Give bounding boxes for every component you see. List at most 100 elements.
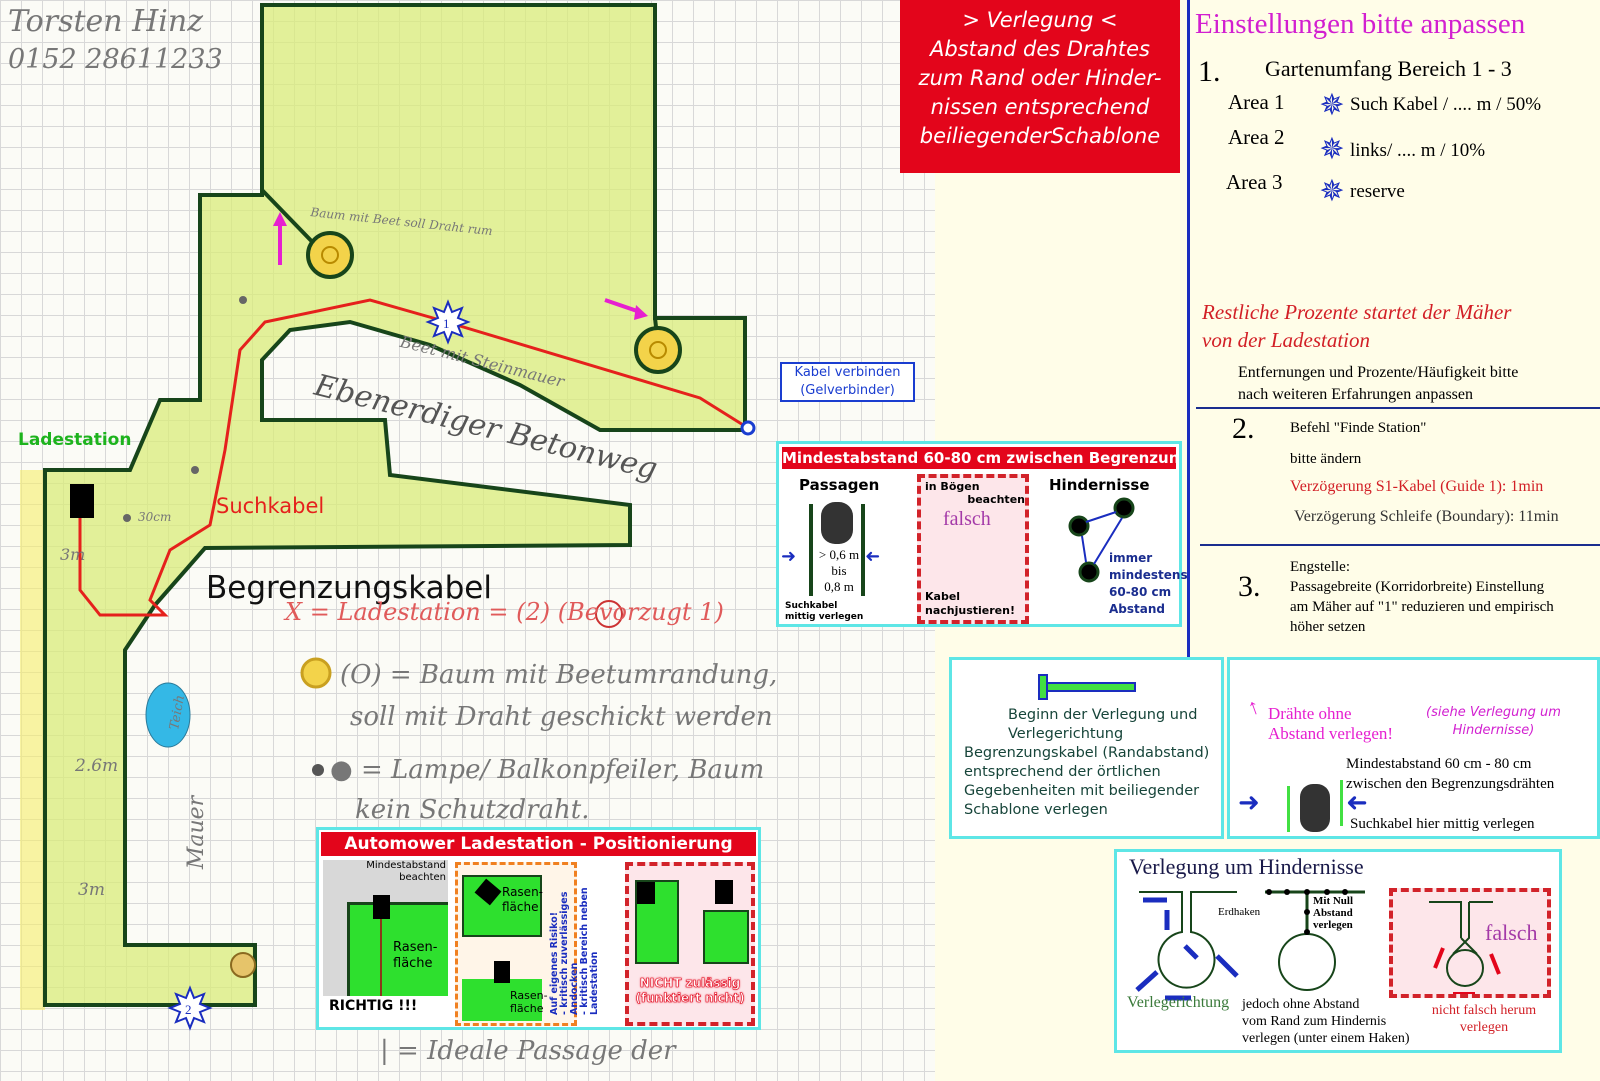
legend-circle	[300, 657, 332, 689]
h-line: nicht falsch herum	[1431, 1003, 1537, 1018]
note-bottom: | = Ideale Passage der	[380, 1036, 676, 1066]
lawn	[462, 875, 542, 937]
a-line: NICHT zulässig	[639, 976, 741, 991]
charging-station	[70, 484, 94, 518]
section-3-number: 3.	[1238, 570, 1261, 603]
obstacles-diagram	[1068, 497, 1135, 583]
a-line: fläche	[502, 900, 539, 914]
lawn	[703, 910, 749, 964]
a-line: Rasen-	[502, 885, 543, 899]
p-line: bis	[831, 563, 847, 578]
s3-line: Engstelle:	[1290, 559, 1350, 575]
search-wire	[78, 298, 749, 617]
rasen-text: Rasen- fläche	[502, 885, 543, 915]
star-1-icon: ✵	[1319, 89, 1345, 122]
note-3m-b: 3m	[78, 880, 105, 900]
tree-bed-3	[230, 952, 256, 978]
h-line: verlegen	[1313, 919, 1353, 931]
falsch-label: falsch	[1485, 920, 1538, 945]
a-line: Mindestabstand	[366, 860, 446, 871]
falsch-box: falsch	[1389, 888, 1551, 998]
hindernis-title: Verlegung um Hindernisse	[1129, 854, 1364, 879]
d-line: (siehe Verlegung um	[1426, 705, 1561, 720]
hindernis-box: Verlegung um Hindernisse Verlegerichtung…	[1114, 849, 1562, 1053]
area-2-text: links/ .... m / 10%	[1350, 140, 1486, 161]
area-3-label: Area 3	[1226, 170, 1283, 194]
star-2-icon	[167, 985, 213, 1031]
beginn-line: Gegebenheiten mit beiliegender	[964, 783, 1200, 799]
arrow-right-icon: ➜	[1238, 788, 1260, 817]
draehte-box: ↑ Drähte ohne Abstand verlegen! (siehe V…	[1227, 657, 1600, 839]
star-2-icon: ✵	[1319, 133, 1345, 166]
richtig-label: RICHTIG !!!	[329, 998, 418, 1014]
passage-width: > 0,6 m bis 0,8 m	[815, 547, 863, 595]
falsch-label: falsch	[943, 508, 991, 530]
adjust-note: Entfernungen und Prozente/Häufigkeit bit…	[1238, 362, 1518, 406]
hindernisse-label: Hindernisse	[1049, 476, 1150, 494]
verlegerichtung-label: Verlegerichtung	[1127, 994, 1230, 1011]
a-line: (funktiert nicht)	[635, 991, 745, 1006]
direction-arrow-icon	[1046, 682, 1136, 692]
a-line: Rasen-	[393, 940, 438, 955]
s2-line1: Befehl "Finde Station"	[1290, 420, 1427, 436]
s3-line: am Mäher auf "1" reduzieren und empirisc…	[1290, 599, 1554, 615]
s3-line: höher setzen	[1290, 619, 1366, 635]
callout-line: (Gelverbinder)	[800, 383, 895, 398]
s2-line3: Verzögerung S1-Kabel (Guide 1): 1min	[1290, 478, 1544, 495]
zwischen-drahten: zwischen den Begrenzungsdrähten	[1346, 776, 1555, 792]
h-line: Abstand	[1109, 602, 1165, 616]
area-1-label: Area 1	[1228, 90, 1285, 114]
nachjustieren-text: Kabel nachjustieren!	[925, 590, 1015, 618]
magenta-arrow-icon: ↑	[1243, 692, 1263, 721]
a-line: beachten	[399, 872, 446, 883]
arrow-left-icon: ➜	[865, 546, 881, 566]
s3-line: Passagebreite (Korridorbreite) Einstellu…	[1290, 579, 1545, 595]
wire	[1287, 786, 1290, 832]
mindestabstand-title: Mindestabstand 60-80 cm zwischen Begrenz…	[782, 447, 1176, 469]
tree-bed-1	[306, 231, 354, 279]
risiko-panel: Rasen- fläche Rasen- fläche Auf eigenes …	[455, 862, 600, 1026]
draehte-text: Drähte ohne Abstand verlegen!	[1268, 704, 1393, 744]
rest-line: Restliche Prozente startet der Mäher	[1202, 300, 1512, 324]
legend-dot2: kein Schutzdraht.	[355, 795, 590, 825]
s2-line4: Verzögerung Schleife (Boundary): 11min	[1294, 508, 1559, 525]
note-30cm: 30cm	[138, 510, 172, 524]
divider	[1200, 544, 1600, 546]
station-icon	[715, 880, 733, 904]
a-line: fläche	[393, 956, 433, 971]
station-icon	[637, 882, 655, 904]
adjust-line: nach weiteren Erfahrungen anpassen	[1238, 386, 1473, 403]
author-name: Torsten Hinz	[8, 4, 204, 39]
a-line: Rasen-	[510, 989, 548, 1002]
area-1-text: Such Kabel / .... m / 50%	[1350, 94, 1542, 115]
verlegung-line: > Verlegung <	[962, 8, 1118, 32]
erdhaken-diagram	[1265, 889, 1365, 991]
b-line: Kabel	[925, 590, 961, 603]
h-line: verlegen (unter einem Haken)	[1242, 1031, 1410, 1046]
automower-box: Automower Ladestation - Positionierung M…	[316, 827, 761, 1030]
verlegerichtung-diagram	[1135, 891, 1239, 1001]
erdhaken-label: Erdhaken	[1218, 906, 1261, 918]
wrong-loop-diagram	[1429, 901, 1501, 994]
h-line: mindestens	[1109, 568, 1188, 582]
settings-title: Einstellungen bitte anpassen	[1195, 8, 1526, 40]
mower-icon	[821, 502, 853, 544]
divider	[1196, 407, 1600, 409]
b-line: nachjustieren!	[925, 604, 1015, 617]
lawn-area	[45, 5, 745, 1005]
area-2-label: Area 2	[1228, 125, 1285, 149]
verlegung-line: nissen entsprechend	[930, 95, 1150, 119]
note-mauer: Mauer	[184, 795, 210, 870]
restliche-prozente: Restliche Prozente startet der Mäher von…	[1202, 298, 1511, 354]
magenta-arrow	[604, 298, 641, 314]
verlegung-line: beiliegenderSchablone	[919, 124, 1161, 148]
divider-vertical	[1187, 0, 1190, 658]
verlegung-box: > Verlegung < Abstand des Drahtes zum Ra…	[900, 0, 1180, 173]
author-phone: 0152 28611233	[8, 44, 223, 75]
s2-line2: bitte ändern	[1290, 451, 1362, 467]
hindernisse-text: immer mindestens 60-80 cm Abstand	[1109, 550, 1188, 618]
p-line: Suchkabel	[785, 601, 838, 611]
star-2-label: 2	[185, 1002, 192, 1017]
verlegung-line: Abstand des Drahtes	[930, 37, 1150, 61]
b-line: beachten	[967, 493, 1025, 506]
